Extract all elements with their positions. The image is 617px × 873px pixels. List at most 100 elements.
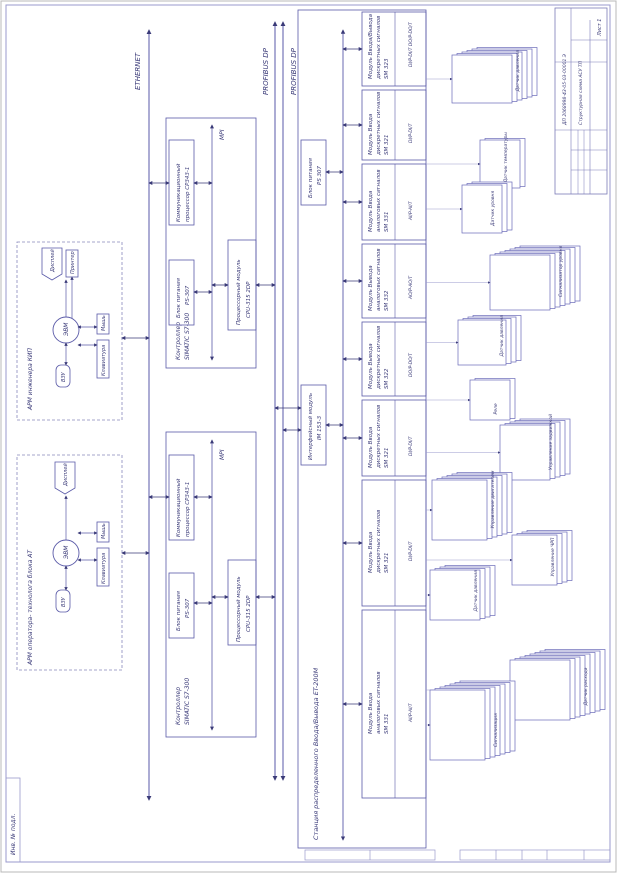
field-device-stack: Сигнализация (426, 680, 516, 761)
side-stamp-text: Инв. № подл. (10, 814, 17, 855)
svg-text:ЭВМ: ЭВМ (63, 322, 70, 337)
io-module-label: SM 321 (384, 553, 390, 573)
svg-text:PS 307: PS 307 (317, 165, 323, 185)
io-module-label: аналоговых сигналов (376, 671, 382, 734)
field-device-label: Управление ЧРП (550, 537, 556, 576)
inner-frame (5, 4, 611, 863)
title-block: ДП 2068998-43-05-03-00001 Э Структурная … (554, 7, 608, 195)
io-module-address: DI/P-DI/T (408, 540, 414, 561)
svg-text:Процессорный модуль: Процессорный модуль (236, 576, 242, 642)
io-module-label: Модуль Ввода (368, 190, 374, 232)
field-device-stack: Датчик уровня (426, 181, 513, 234)
workstation-operator: АРМ оператора- технолога блока АТ ЭВМ ВЗ… (16, 454, 150, 671)
field-device-label: Датчик расхода (583, 667, 589, 706)
field-device-stack: Управление задвижкой (426, 414, 571, 481)
controller-2: Контроллер SIMATIC S7-300 Коммуникационн… (148, 431, 276, 738)
storage-icon (55, 364, 71, 388)
io-module-label: Модуль Вывода (368, 343, 374, 389)
io-module-address: DI/P-DI/T (408, 122, 414, 143)
svg-text:ВЗУ: ВЗУ (61, 371, 67, 382)
cpu-box (227, 559, 257, 646)
io-module-label: аналоговых сигналов (376, 248, 382, 311)
svg-text:Клавиатура: Клавиатура (101, 345, 107, 376)
title-block-sheet: Лист 1 (597, 19, 603, 37)
io-module-label: SM 331 (384, 714, 390, 734)
field-device-stack: Управление ЧРП (426, 530, 573, 586)
field-device-stack: Реле (426, 378, 516, 421)
io-module-label: SM 323 (384, 58, 390, 79)
et200m-station: Станция распределенного Ввода/Вывода ET-… (274, 9, 427, 849)
field-device-label: Датчик уровня (490, 191, 496, 227)
io-module-label: дискретных сигналов (376, 16, 382, 80)
io-module-label: Модуль Ввода (368, 692, 374, 734)
io-module-label: Модуль Ввода (368, 426, 374, 468)
io-module-label: SM 321 (384, 448, 390, 468)
field-device-label: Датчик давления (473, 570, 479, 613)
svg-text:Мышь: Мышь (101, 315, 107, 331)
bottom-stamp (304, 849, 611, 861)
title-block-doc-code: ДП 2068998-43-05-03-00001 Э (562, 53, 568, 126)
svg-text:Интерфейсный модуль: Интерфейсный модуль (308, 393, 314, 460)
profibus-label-2: PROFIBUS DP (290, 47, 298, 95)
display-icon (41, 247, 63, 281)
field-device-stack: Сигнализатор уровня (426, 245, 581, 311)
display-icon (54, 461, 76, 495)
field-device-stack: Датчик давления (426, 565, 496, 621)
svg-text:PS-307: PS-307 (185, 598, 191, 618)
svg-text:ВЗУ: ВЗУ (61, 596, 67, 607)
profibus-label-1: PROFIBUS DP (262, 47, 270, 95)
io-module-address: DO/P-DO/T (408, 352, 414, 377)
io-module-address: DI/P-DI/T (408, 435, 414, 456)
field-device-label: Реле (493, 403, 499, 414)
svg-text:Коммуникационный: Коммуникационный (176, 163, 182, 222)
station-title: Станция распределенного Ввода/Вывода ET-… (312, 667, 320, 840)
svg-text:Дисплей: Дисплей (63, 463, 69, 487)
svg-text:SIMATIC S7-300: SIMATIC S7-300 (184, 313, 191, 360)
field-device-stack: Датчик температуры (426, 132, 526, 189)
io-module-label: дискретных сигналов (376, 326, 382, 390)
svg-text:IM 153-3: IM 153-3 (317, 415, 323, 440)
svg-text:Клавиатура: Клавиатура (101, 553, 107, 584)
svg-text:Принтер: Принтер (70, 251, 76, 274)
svg-text:Процессорный модуль: Процессорный модуль (236, 259, 242, 325)
io-module-label: SM 322 (384, 368, 390, 389)
io-module-label: аналоговых сигналов (376, 169, 382, 232)
field-device-stack: Управление двигателем (426, 470, 513, 541)
svg-text:Дисплей: Дисплей (50, 249, 56, 273)
svg-text:SIMATIC S7-300: SIMATIC S7-300 (184, 678, 191, 725)
field-device-label: Датчик давления (515, 50, 521, 93)
svg-text:Блок питания: Блок питания (176, 590, 182, 631)
svg-text:CPU-315 2DP: CPU-315 2DP (246, 281, 252, 318)
svg-text:процессор CP343-1: процессор CP343-1 (185, 482, 191, 537)
svg-text:ЭВМ: ЭВМ (63, 545, 70, 560)
field-device-label: Сигнализация (493, 713, 499, 747)
field-device-label: Датчик давления (499, 315, 505, 358)
mouse-box (96, 313, 110, 335)
power-supply-box (168, 572, 195, 639)
io-module-address: AI/P-AI/T (408, 702, 414, 723)
svg-text:PS-307: PS-307 (185, 285, 191, 305)
field-device-label: Сигнализатор уровня (558, 245, 564, 297)
io-module-label: Модуль Ввода/Вывода (368, 13, 374, 79)
storage-icon (55, 589, 71, 613)
io-module-address: AI/P-AI/T (408, 200, 414, 221)
side-stamp-box (5, 777, 21, 863)
workstation-engineer-title: АРМ инженера КИП (27, 348, 34, 411)
io-module-label: дискретных сигналов (376, 405, 382, 469)
field-device-stack: Датчик давления (426, 47, 538, 104)
svg-text:Блок питания: Блок питания (308, 157, 314, 198)
svg-text:процессор CP343-1: процессор CP343-1 (185, 167, 191, 222)
keyboard-box (96, 339, 110, 379)
io-module-label: Модуль Ввода (368, 531, 374, 573)
io-module-address: AO/P-AO/T (408, 275, 414, 300)
